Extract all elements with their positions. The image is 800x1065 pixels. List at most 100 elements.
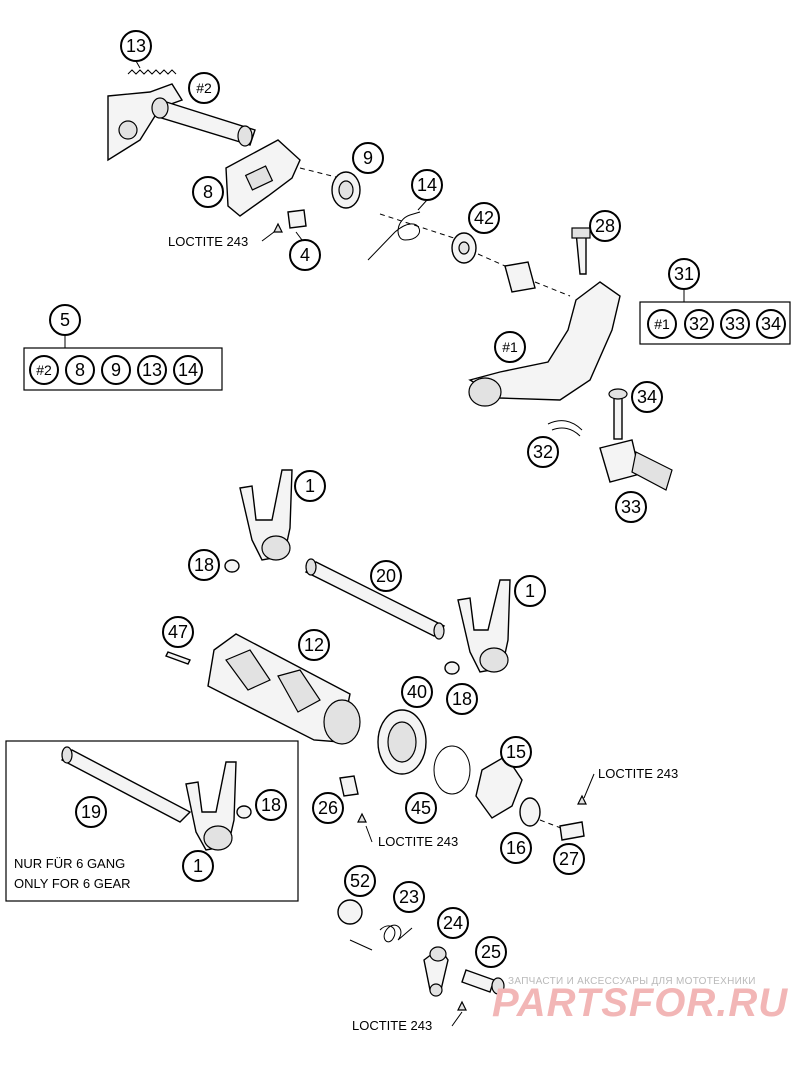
callout-18-c: 18: [255, 789, 287, 821]
callout-15: 15: [500, 736, 532, 768]
note-en: ONLY FOR 6 GEAR: [14, 876, 131, 891]
screw-4-part: [287, 209, 307, 229]
callout-18-a: 18: [188, 549, 220, 581]
kit-5-item-2: #2: [29, 355, 59, 385]
note-de: NUR FÜR 6 GANG: [14, 856, 125, 871]
kit-31-item-1: #1: [647, 309, 677, 339]
svg-text:4: 4: [300, 245, 310, 265]
callout-1-fork-top: 1: [294, 470, 326, 502]
circlip-45-part: [433, 745, 471, 795]
svg-text:42: 42: [474, 208, 494, 228]
svg-text:12: 12: [304, 635, 324, 655]
kit-5-item-8: 8: [65, 355, 95, 385]
kit-5-item-14: 14: [173, 355, 203, 385]
six-gear-box: [5, 740, 299, 902]
shift-shaft-assembly: [107, 69, 673, 491]
svg-text:#1: #1: [502, 339, 518, 355]
svg-text:8: 8: [75, 360, 85, 380]
six-gear-parts: [60, 746, 252, 851]
loctite-label-3: LOCTITE 243: [378, 834, 458, 849]
svg-text:1: 1: [525, 581, 535, 601]
callout-26: 26: [312, 792, 344, 824]
shift-plate-part: [107, 83, 184, 162]
callout-19: 19: [75, 796, 107, 828]
svg-text:18: 18: [261, 795, 281, 815]
svg-text:9: 9: [111, 360, 121, 380]
callout-13-top: 13: [120, 30, 152, 62]
callout-24: 24: [437, 907, 469, 939]
callout-31: 31: [668, 258, 700, 290]
callout-2-top: #2: [188, 72, 220, 104]
sleeve-part: [504, 261, 536, 293]
callout-1-fork-box: 1: [182, 850, 214, 882]
svg-text:19: 19: [81, 802, 101, 822]
pin-34-part: [613, 394, 623, 440]
loctite-label-2: LOCTITE 243: [598, 766, 678, 781]
shift-pedal-part: [468, 281, 621, 401]
shift-drum-assembly: [165, 469, 587, 841]
spring-23-part: [349, 924, 413, 951]
callout-34-pin: 34: [631, 381, 663, 413]
callout-4: 4: [289, 239, 321, 271]
svg-text:26: 26: [318, 798, 338, 818]
callout-47: 47: [162, 616, 194, 648]
svg-text:18: 18: [194, 555, 214, 575]
svg-text:40: 40: [407, 682, 427, 702]
svg-text:15: 15: [506, 742, 526, 762]
svg-text:23: 23: [399, 887, 419, 907]
callout-12: 12: [298, 629, 330, 661]
svg-text:9: 9: [363, 148, 373, 168]
callout-8: 8: [192, 176, 224, 208]
watermark: ЗАПЧАСТИ И АКСЕССУАРЫ ДЛЯ МОТОТЕХНИКИ PA…: [492, 976, 788, 1025]
watermark-logo: PARTSFOR.RU: [492, 981, 788, 1025]
callout-32-spring: 32: [527, 436, 559, 468]
washer-16-part: [519, 797, 541, 827]
kit-5-item-13: 13: [137, 355, 167, 385]
svg-text:45: 45: [411, 798, 431, 818]
callout-1-fork-right: 1: [514, 575, 546, 607]
callout-16: 16: [500, 832, 532, 864]
callout-52: 52: [344, 865, 376, 897]
loctite-label-1: LOCTITE 243: [168, 234, 248, 249]
loctite-label-4: LOCTITE 243: [352, 1018, 432, 1033]
spring-13-part: [127, 69, 177, 75]
kit-31-item-32: 32: [684, 309, 714, 339]
svg-text:16: 16: [506, 838, 526, 858]
torsion-spring-14-part: [367, 211, 421, 261]
svg-text:31: 31: [674, 264, 694, 284]
kit-31-item-34: 34: [756, 309, 786, 339]
callout-45: 45: [405, 792, 437, 824]
svg-text:18: 18: [452, 689, 472, 709]
svg-text:25: 25: [481, 942, 501, 962]
screw-27-part: [559, 821, 585, 841]
spring-32-part: [547, 420, 583, 437]
svg-text:32: 32: [689, 314, 709, 334]
svg-text:13: 13: [142, 360, 162, 380]
svg-text:28: 28: [595, 216, 615, 236]
callout-5: 5: [49, 304, 81, 336]
svg-text:13: 13: [126, 36, 146, 56]
locking-lever-assembly: [337, 899, 505, 1011]
svg-text:#1: #1: [654, 316, 670, 332]
callout-27: 27: [553, 843, 585, 875]
callout-9: 9: [352, 142, 384, 174]
callout-28: 28: [589, 210, 621, 242]
callout-25: 25: [475, 936, 507, 968]
svg-text:1: 1: [305, 476, 315, 496]
pin-47-part: [165, 651, 191, 665]
kit-5-item-9: 9: [101, 355, 131, 385]
svg-text:5: 5: [60, 310, 70, 330]
kit-31-item-33: 33: [720, 309, 750, 339]
svg-text:34: 34: [761, 314, 781, 334]
svg-text:14: 14: [178, 360, 198, 380]
svg-text:#2: #2: [36, 362, 52, 378]
svg-text:34: 34: [637, 387, 657, 407]
screw-25-part: [461, 969, 495, 993]
svg-text:33: 33: [725, 314, 745, 334]
callout-1-arm: #1: [494, 331, 526, 363]
callout-14-top: 14: [411, 169, 443, 201]
svg-text:52: 52: [350, 871, 370, 891]
callout-20: 20: [370, 560, 402, 592]
svg-text:20: 20: [376, 566, 396, 586]
